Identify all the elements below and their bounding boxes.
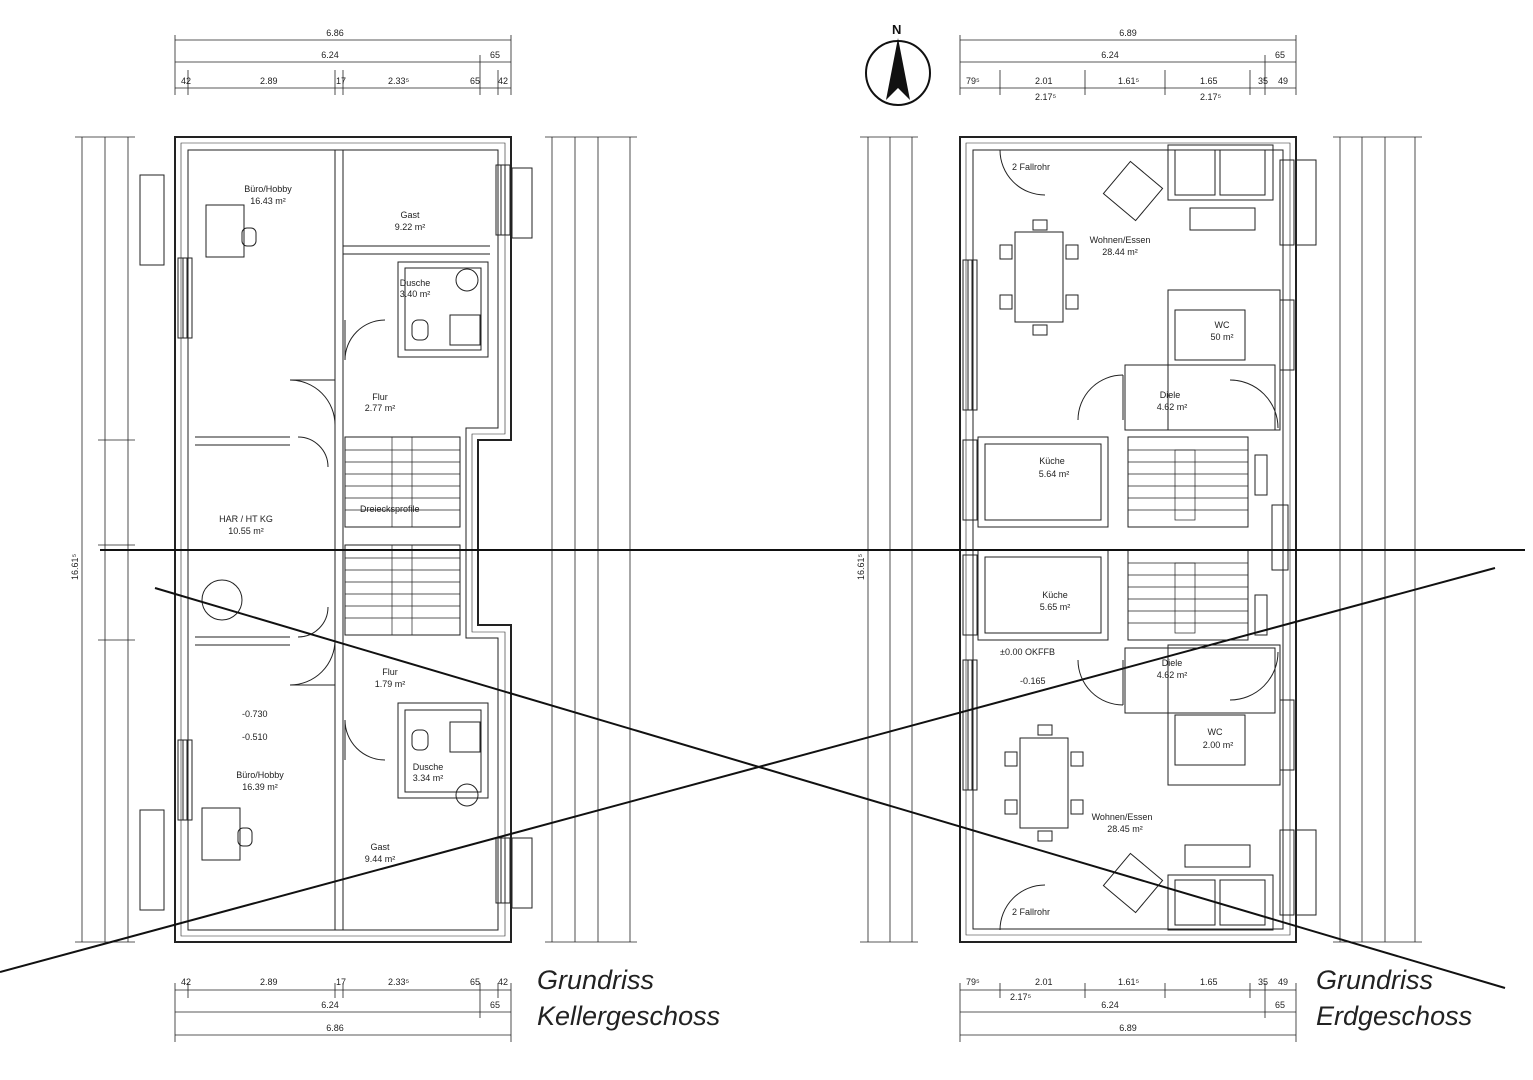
room-area: 4.62 m² <box>1157 670 1188 680</box>
room-area: 50 m² <box>1210 332 1233 342</box>
caption-ground-line1: Grundriss <box>1316 965 1434 995</box>
room-name: WC <box>1208 727 1223 737</box>
dim-bl-4: 2.33⁵ <box>388 977 410 987</box>
dim-br-sub-1: 2.17⁵ <box>1010 992 1032 1002</box>
level-c: -0.510 <box>242 732 268 742</box>
dim-tl-4: 2.33⁵ <box>388 76 410 86</box>
dimension-labels: 6.86 6.24 65 42 2.89 17 2.33⁵ 65 42 6.89… <box>70 28 1288 1033</box>
note-fallrohr: 2 Fallrohr <box>1012 907 1050 917</box>
room-name: Küche <box>1042 590 1068 600</box>
basement-plan <box>139 136 533 943</box>
dim-left-total: 16.61⁵ <box>70 553 80 580</box>
dim-bottom-right-mid-end: 65 <box>1275 1000 1285 1010</box>
compass-label: N <box>892 22 901 37</box>
dim-br-5: 35 <box>1258 977 1268 987</box>
room-name: Flur <box>372 392 388 402</box>
room-name: Büro/Hobby <box>244 184 292 194</box>
dim-top-right-overall: 6.89 <box>1119 28 1137 38</box>
caption-basement-line1: Grundriss <box>537 965 655 995</box>
level-a: -0.165 <box>1020 676 1046 686</box>
dim-tr-sub-2: 2.17⁵ <box>1200 92 1222 102</box>
room-name: Wohnen/Essen <box>1092 812 1153 822</box>
dim-bottom-right-overall: 6.89 <box>1119 1023 1137 1033</box>
room-name: Wohnen/Essen <box>1090 235 1151 245</box>
room-area: 9.22 m² <box>395 222 426 232</box>
room-name: Diele <box>1162 658 1183 668</box>
room-name: Dusche <box>413 762 444 772</box>
room-area: 16.39 m² <box>242 782 278 792</box>
room-name: WC <box>1215 320 1230 330</box>
dim-right-total: 16.61⁵ <box>856 553 866 580</box>
dim-tr-sub-1: 2.17⁵ <box>1035 92 1057 102</box>
dim-top-right-mid: 6.24 <box>1101 50 1119 60</box>
dim-top-right-mid-end: 65 <box>1275 50 1285 60</box>
level-floor: ±0.00 OKFFB <box>1000 647 1055 657</box>
dim-top-left-overall: 6.86 <box>326 28 344 38</box>
dim-bl-2: 2.89 <box>260 977 278 987</box>
dim-bottom-left-mid: 6.24 <box>321 1000 339 1010</box>
ground-floor-plan <box>959 136 1317 943</box>
caption-basement-line2: Kellergeschoss <box>537 1001 721 1031</box>
dim-tr-6: 49 <box>1278 76 1288 86</box>
dim-bl-6: 42 <box>498 977 508 987</box>
room-area: 2.77 m² <box>365 403 396 413</box>
dim-br-4: 1.65 <box>1200 977 1218 987</box>
room-name: Küche <box>1039 456 1065 466</box>
room-name: HAR / HT KG <box>219 514 273 524</box>
dimension-lines <box>75 35 1422 1042</box>
level-b: -0.730 <box>242 709 268 719</box>
north-compass: N <box>865 22 931 106</box>
note-treppe: Dreiecksprofile <box>360 504 420 514</box>
room-area: 16.43 m² <box>250 196 286 206</box>
room-labels: Büro/Hobby 16.43 m² Gast 9.22 m² Dusche … <box>219 162 1233 917</box>
caption-basement: Grundriss Kellergeschoss <box>537 962 720 1034</box>
room-area: 1.79 m² <box>375 679 406 689</box>
dim-br-6: 49 <box>1278 977 1288 987</box>
caption-ground: Grundriss Erdgeschoss <box>1316 962 1472 1034</box>
dim-br-3: 1.61⁵ <box>1118 977 1140 987</box>
room-area: 5.64 m² <box>1039 469 1070 479</box>
dim-tl-3: 17 <box>336 76 346 86</box>
room-area: 28.44 m² <box>1102 247 1138 257</box>
dim-tl-6: 42 <box>498 76 508 86</box>
caption-ground-line2: Erdgeschoss <box>1316 1001 1473 1031</box>
dim-tl-5: 65 <box>470 76 480 86</box>
room-name: Dusche <box>400 278 431 288</box>
room-area: 3.34 m² <box>413 773 444 783</box>
dim-br-2: 2.01 <box>1035 977 1053 987</box>
dim-bl-3: 17 <box>336 977 346 987</box>
dim-tl-1: 42 <box>181 76 191 86</box>
room-area: 5.65 m² <box>1040 602 1071 612</box>
dim-tr-4: 1.65 <box>1200 76 1218 86</box>
room-name: Büro/Hobby <box>236 770 284 780</box>
note-fallrohr: 2 Fallrohr <box>1012 162 1050 172</box>
room-area: 3.40 m² <box>400 289 431 299</box>
dim-tr-1: 79⁵ <box>966 76 980 86</box>
dim-bl-5: 65 <box>470 977 480 987</box>
room-area: 28.45 m² <box>1107 824 1143 834</box>
room-area: 9.44 m² <box>365 854 396 864</box>
dim-tr-5: 35 <box>1258 76 1268 86</box>
dim-top-left-mid-end: 65 <box>490 50 500 60</box>
room-area: 10.55 m² <box>228 526 264 536</box>
dim-tl-2: 2.89 <box>260 76 278 86</box>
dim-top-left-mid: 6.24 <box>321 50 339 60</box>
dim-bottom-left-mid-end: 65 <box>490 1000 500 1010</box>
dim-tr-2: 2.01 <box>1035 76 1053 86</box>
dim-bl-1: 42 <box>181 977 191 987</box>
dim-bottom-right-mid: 6.24 <box>1101 1000 1119 1010</box>
dim-tr-3: 1.61⁵ <box>1118 76 1140 86</box>
room-area: 2.00 m² <box>1203 740 1234 750</box>
dim-bottom-left-overall: 6.86 <box>326 1023 344 1033</box>
room-name: Flur <box>382 667 398 677</box>
room-name: Gast <box>400 210 420 220</box>
room-name: Diele <box>1160 390 1181 400</box>
dim-br-1: 79⁵ <box>966 977 980 987</box>
room-name: Gast <box>370 842 390 852</box>
room-area: 4.62 m² <box>1157 402 1188 412</box>
strike-lines <box>0 549 1525 989</box>
